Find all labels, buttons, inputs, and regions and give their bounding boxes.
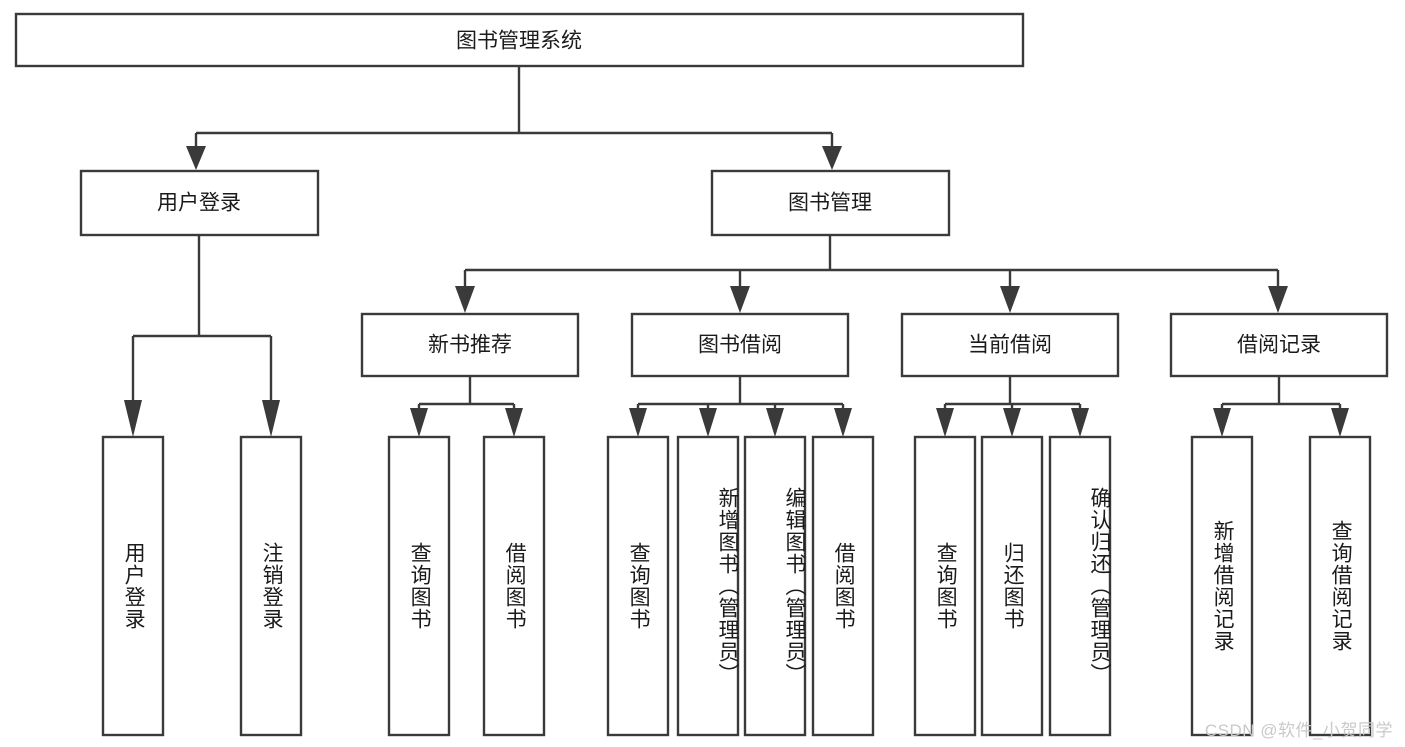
node-book-borrow[interactable]: 图书借阅 [630, 312, 850, 378]
user-login-box[interactable] [79, 169, 320, 237]
leaf-box-bb-1[interactable] [606, 435, 670, 737]
borrow-records-label: 借阅记录 [1237, 334, 1321, 357]
current-borrow-label: 当前借阅 [968, 334, 1052, 357]
new-book-recommend-box[interactable] [360, 312, 580, 378]
leaf-label-br-1: 新增借阅记录 [1211, 520, 1235, 652]
leaf-box-bb-2[interactable] [676, 435, 740, 737]
csdn-watermark: CSDN @软件_小贺同学 [1204, 721, 1393, 740]
leaf-box-cb-2[interactable] [980, 435, 1044, 737]
arrow-cb-leaf-3 [1071, 408, 1089, 437]
leaf-box-br-2[interactable] [1308, 435, 1372, 737]
leaf-box-user-login-2[interactable] [239, 435, 303, 737]
arrow-book-mgmt [822, 146, 842, 170]
book-management-box[interactable] [710, 169, 951, 237]
leaf-label-br-2: 查询借阅记录 [1329, 520, 1353, 652]
leaf-box-br-1[interactable] [1190, 435, 1254, 737]
node-root[interactable]: 图书管理系统 [14, 12, 1025, 68]
arrow-user-login [186, 146, 206, 170]
node-user-login[interactable]: 用户登录 [79, 169, 320, 237]
node-current-borrow[interactable]: 当前借阅 [900, 312, 1120, 378]
book-borrow-label: 图书借阅 [698, 334, 782, 357]
user-login-label: 用户登录 [157, 192, 241, 215]
arrow-new-book [455, 286, 475, 313]
leaf-label-cb-1: 查询图书 [934, 542, 958, 630]
arrow-bb-leaf-4 [834, 408, 852, 437]
arrow-br-leaf-1 [1213, 408, 1231, 437]
leaf-box-cb-1[interactable] [913, 435, 977, 737]
leaf-label-nbr-1: 查询图书 [408, 542, 432, 630]
leaf-label-nbr-2: 借阅图书 [503, 542, 527, 630]
arrow-br-leaf-2 [1331, 408, 1349, 437]
arrow-current-borrow [1000, 286, 1020, 313]
arrow-book-borrow [730, 286, 750, 313]
leaf-box-nbr-2[interactable] [482, 435, 546, 737]
arrow-cb-leaf-2 [1003, 408, 1021, 437]
arrow-borrow-records [1268, 286, 1288, 313]
book-management-label: 图书管理 [788, 192, 872, 215]
node-borrow-records[interactable]: 借阅记录 [1169, 312, 1389, 378]
leaf-label-bb-1: 查询图书 [627, 542, 651, 630]
root-label: 图书管理系统 [456, 30, 582, 53]
new-book-recommend-label: 新书推荐 [428, 334, 512, 357]
leaf-label-bb-3: 编辑图书（管理员） [783, 487, 806, 685]
leaf-box-user-login-1[interactable] [101, 435, 165, 737]
leaf-box-cb-3[interactable] [1048, 435, 1112, 737]
book-borrow-box[interactable] [630, 312, 850, 378]
leaf-label-cb-3: 确认归还（管理员） [1088, 487, 1111, 685]
arrow-nbr-leaf-1 [410, 408, 428, 437]
leaf-label-cb-2: 归还图书 [1001, 542, 1025, 630]
root-box[interactable] [14, 12, 1025, 68]
arrow-nbr-leaf-2 [505, 408, 523, 437]
leaf-box-bb-3[interactable] [743, 435, 807, 737]
arrow-bb-leaf-3 [766, 408, 784, 437]
node-book-management[interactable]: 图书管理 [710, 169, 951, 237]
node-new-book-recommend[interactable]: 新书推荐 [360, 312, 580, 378]
arrow-bb-leaf-1 [629, 408, 647, 437]
leaf-label-user-login-1: 用户登录 [122, 542, 146, 630]
arrow-bb-leaf-2 [699, 408, 717, 437]
arrow-cb-leaf-1 [936, 408, 954, 437]
leaf-label-user-login-2: 注销登录 [260, 542, 284, 630]
borrow-records-box[interactable] [1169, 312, 1389, 378]
arrow-ul-leaf-2 [262, 400, 280, 437]
leaf-label-bb-2: 新增图书（管理员） [716, 487, 739, 685]
leaf-box-nbr-1[interactable] [387, 435, 451, 737]
leaf-label-bb-4: 借阅图书 [832, 542, 856, 630]
leaf-box-bb-4[interactable] [811, 435, 875, 737]
arrow-ul-leaf-1 [124, 400, 142, 437]
